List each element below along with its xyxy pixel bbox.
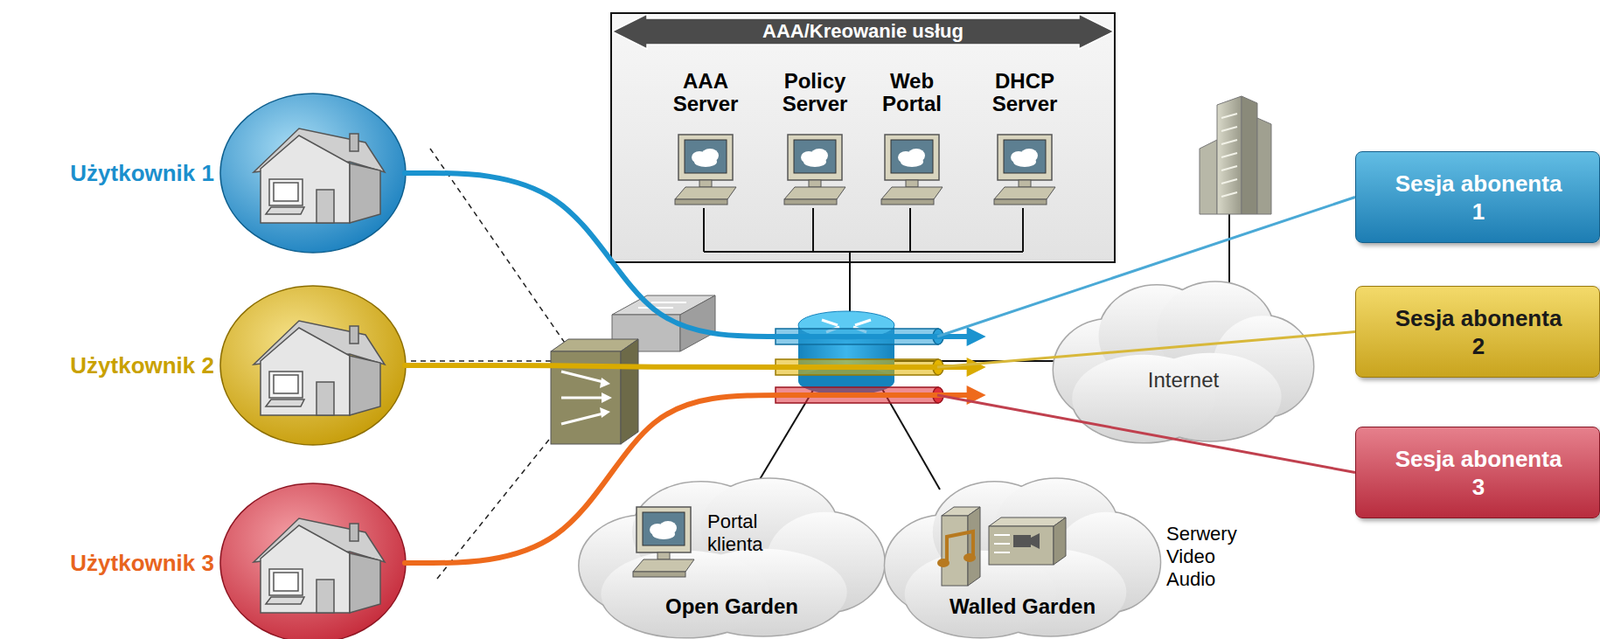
open-node: Portal klientaOpen Garden [576,472,888,639]
leader-line [937,395,1356,474]
session-connector [404,395,1356,564]
session-callout-text: Sesja abonenta 1 [1391,169,1566,226]
computer-icon [633,507,695,578]
computer-icon [674,134,737,205]
server-node: DHCP Server [972,69,1078,216]
session-connector [404,173,1356,337]
router-icon [798,311,895,396]
building-icon [1199,96,1272,215]
inet-node: Internet [1050,275,1316,445]
callout-node: Sesja abonenta 3 [1355,426,1600,519]
callout-node: Sesja abonenta 1 [1355,151,1600,244]
session-connector [404,332,1356,369]
server-icon [872,132,952,212]
server-icon [666,132,745,212]
server-node: Web Portal [859,69,965,216]
server-label: Policy Server [762,69,868,116]
cloud-label: Internet [1050,368,1316,393]
portal-icon [624,505,703,585]
callout-node: Sesja abonenta 2 [1355,285,1600,378]
server-icon [775,132,855,212]
computer-icon [881,134,943,205]
computer-icon [994,134,1056,205]
user-label: Użytkownik 1 [34,160,215,188]
servers-note: Serwery Video Audio [1166,522,1247,592]
server-node: Policy Server [762,69,868,216]
computer-icon [784,134,846,205]
server-label: DHCP Server [972,69,1078,116]
session-callout-text: Sesja abonenta 3 [1391,445,1566,501]
cloud-label: Walled Garden [882,594,1163,620]
walled-node: Walled GardenSerwery Video Audio [882,472,1163,639]
user-node: Użytkownik 2 [34,284,411,447]
session-line [404,173,971,337]
user-label: Użytkownik 2 [34,352,215,380]
cloud-label: Open Garden [576,594,888,620]
server-label: Web Portal [859,69,965,116]
house-icon [218,481,408,639]
user-circle [218,284,408,447]
house-icon [218,91,408,255]
server-icon [985,132,1065,212]
media-server-icon [934,503,1075,592]
session-callout-text: Sesja abonenta 2 [1391,304,1566,361]
user-node: Użytkownik 3 [34,481,411,639]
session-line [404,365,971,368]
session-line [404,395,971,564]
user-circle [218,481,408,639]
house-icon [218,284,408,447]
user-label: Użytkownik 3 [34,549,215,578]
leader-line [937,197,1356,338]
shape-outline [1050,275,1316,445]
server-node: AAA Server [653,69,759,216]
server-label: AAA Server [653,69,759,116]
leader-line [937,332,1356,369]
user-circle [218,91,408,255]
panel-heading: AAA/Kreowanie usług [664,13,1062,49]
panel-node: AAA ServerPolicy ServerWeb PortalDHCP Se… [610,12,1116,264]
session-tubes [775,328,944,404]
portal-label: Portal klienta [707,510,804,557]
shape-outline [612,13,1114,262]
dslam-icon [550,339,639,445]
cloud-shape [1053,282,1314,443]
dashed-links [410,148,569,579]
user-node: Użytkownik 1 [34,91,411,255]
